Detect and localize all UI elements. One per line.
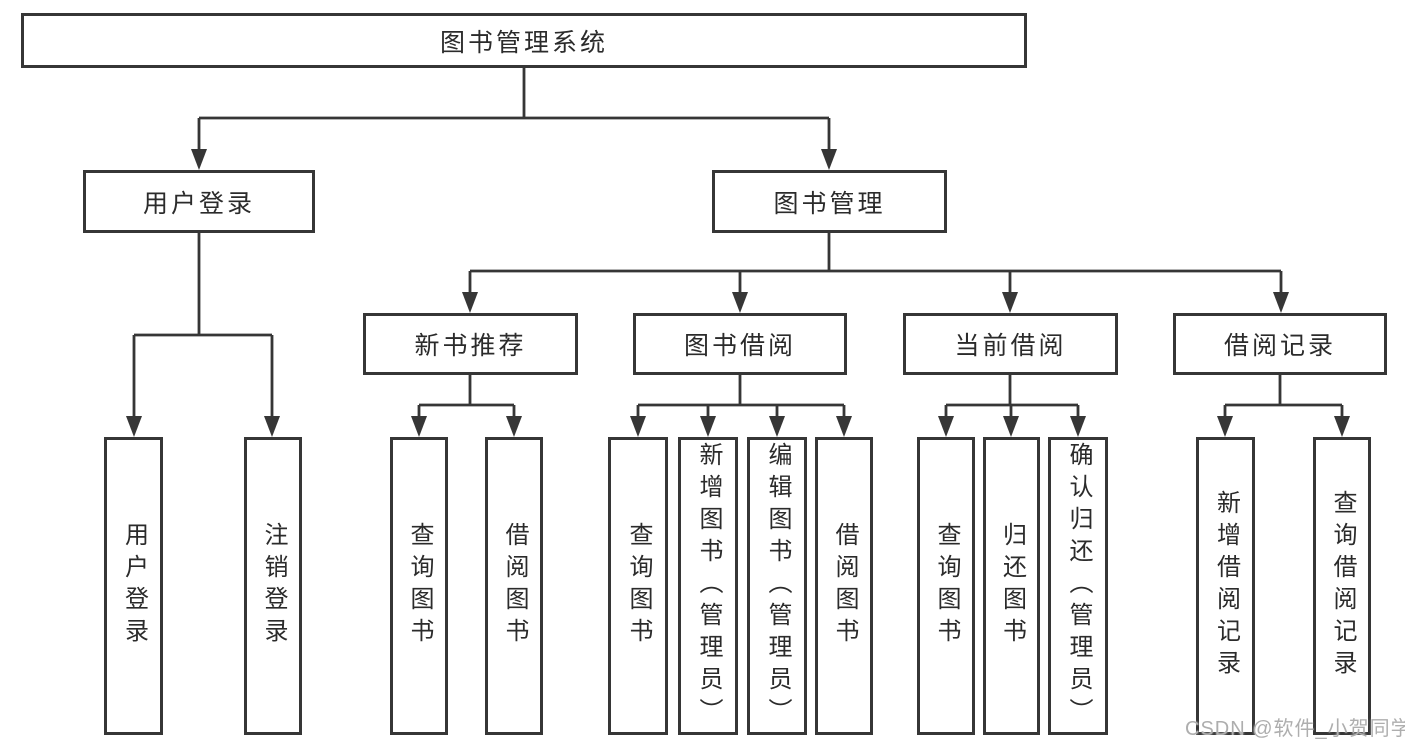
leaf-label: 借阅图书 — [831, 522, 858, 650]
leaf-query-books-recommend: 查询图书 — [390, 437, 448, 735]
arrowheads — [126, 149, 1350, 437]
node-label: 借阅记录 — [1223, 332, 1336, 360]
leaf-label: 查询图书 — [406, 522, 433, 650]
leaf-borrow-books-recommend: 借阅图书 — [485, 437, 543, 735]
branch-book-management — [468, 233, 1283, 295]
leaf-query-books-borrowing: 查询图书 — [608, 437, 668, 735]
branch-root — [197, 68, 831, 152]
node-book-borrowing: 图书借阅 — [633, 313, 847, 375]
leaf-label: 新增图书（管理员） — [695, 442, 722, 730]
leaf-edit-books-admin: 编辑图书（管理员） — [747, 437, 807, 735]
leaf-confirm-return-admin: 确认归还（管理员） — [1048, 437, 1108, 735]
node-borrowing-records: 借阅记录 — [1173, 313, 1387, 375]
node-user-login: 用户登录 — [83, 170, 315, 233]
leaf-add-books-admin: 新增图书（管理员） — [678, 437, 738, 735]
branch-current-borrowing — [944, 375, 1080, 419]
node-label: 图书管理系统 — [439, 28, 608, 57]
leaf-label: 查询图书 — [933, 522, 960, 650]
leaf-borrow-books: 借阅图书 — [815, 437, 873, 735]
leaf-return-books: 归还图书 — [983, 437, 1040, 735]
node-new-book-recommendation: 新书推荐 — [363, 313, 578, 375]
leaf-label: 注销登录 — [260, 522, 287, 650]
node-label: 新书推荐 — [414, 332, 527, 360]
branch-new-book-recommendation — [417, 375, 516, 419]
node-label: 图书借阅 — [683, 332, 796, 360]
csdn-watermark: CSDN @软件_小贺同学 — [1185, 718, 1405, 740]
leaf-logout: 注销登录 — [244, 437, 302, 735]
leaf-label: 编辑图书（管理员） — [764, 442, 791, 730]
leaf-label: 借阅图书 — [501, 522, 528, 650]
leaf-label: 查询图书 — [625, 522, 652, 650]
node-book-management: 图书管理 — [712, 170, 947, 233]
leaf-label: 确认归还（管理员） — [1065, 442, 1092, 730]
node-library-management-system: 图书管理系统 — [21, 13, 1027, 68]
leaf-label: 新增借阅记录 — [1212, 490, 1240, 682]
leaf-add-borrow-record: 新增借阅记录 — [1196, 437, 1255, 735]
leaf-label: 归还图书 — [998, 522, 1026, 650]
leaf-label: 用户登录 — [120, 522, 148, 650]
node-label: 用户登录 — [142, 189, 255, 218]
branch-book-borrowing — [636, 375, 846, 419]
leaf-label: 查询借阅记录 — [1329, 490, 1356, 682]
branch-user-login — [132, 233, 274, 419]
leaf-query-books-current: 查询图书 — [917, 437, 975, 735]
leaf-user-login: 用户登录 — [104, 437, 163, 735]
branch-borrowing-records — [1223, 375, 1344, 419]
node-current-borrowing: 当前借阅 — [903, 313, 1118, 375]
node-label: 当前借阅 — [954, 332, 1067, 360]
node-label: 图书管理 — [773, 189, 886, 218]
leaf-query-borrow-record: 查询借阅记录 — [1313, 437, 1371, 735]
